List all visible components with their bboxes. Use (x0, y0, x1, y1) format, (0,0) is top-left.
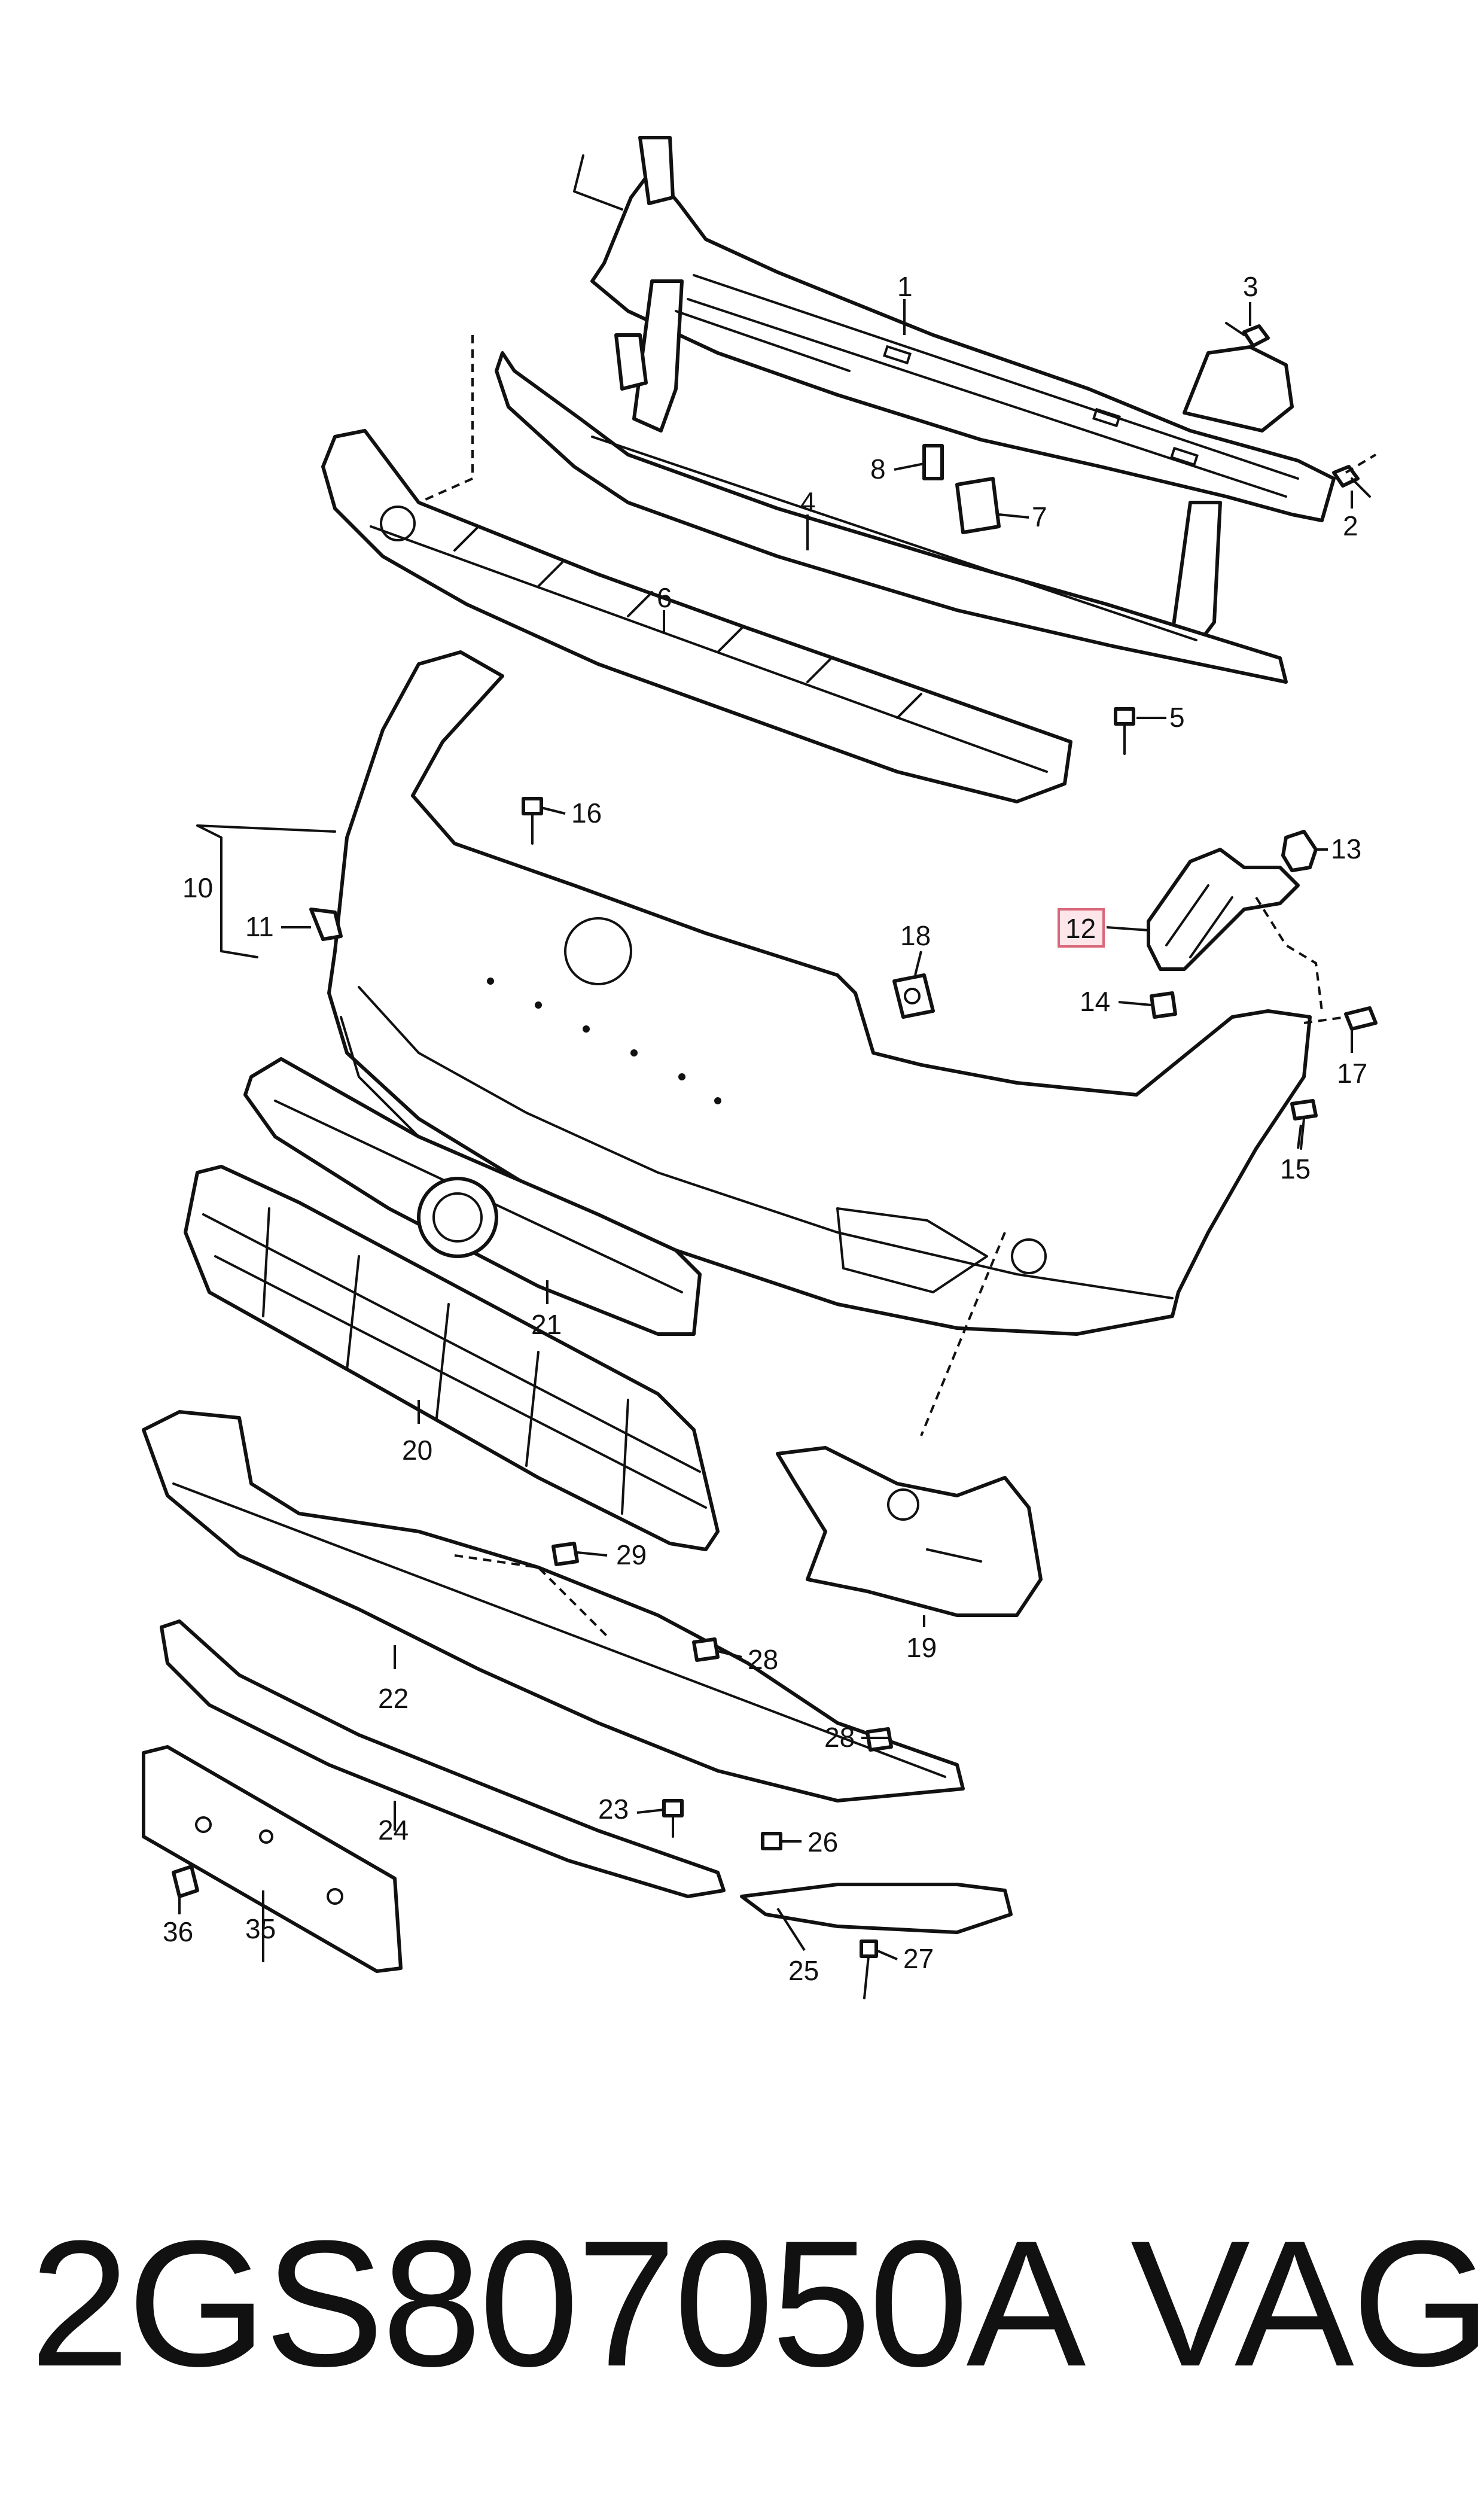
callout-24: 24 (378, 1814, 409, 1846)
callout-28-upper: 28 (748, 1644, 778, 1675)
part-20-lower-grille (184, 1165, 720, 1551)
callout-26: 26 (807, 1826, 838, 1858)
callout-13: 13 (1331, 833, 1361, 864)
part-28-clip-a (692, 1637, 720, 1662)
part-4-guide-strip (495, 351, 1288, 684)
callout-3: 3 (1243, 271, 1258, 302)
callout-28-lower: 28 (824, 1722, 855, 1753)
part-28-clip-b (866, 1727, 893, 1752)
part-23-screw (662, 1799, 684, 1838)
part-29-clip (551, 1542, 579, 1566)
brand-label: VAG (1130, 2203, 1484, 2404)
callout-16: 16 (571, 797, 602, 829)
callout-8: 8 (870, 453, 886, 485)
part-2-screw (1332, 465, 1371, 498)
part-number-label: 2GS807050A (30, 2203, 1086, 2404)
callout-29: 29 (616, 1539, 647, 1570)
part-13-clip (1281, 830, 1318, 872)
callout-22: 22 (378, 1683, 409, 1714)
callout-12: 12 (1065, 913, 1096, 944)
part-3-screw (1225, 322, 1270, 348)
callout-14: 14 (1080, 986, 1110, 1017)
callout-2: 2 (1343, 510, 1358, 541)
part-27-rivet (860, 1940, 878, 1999)
callout-5: 5 (1169, 702, 1185, 733)
part-12-guide-bracket (1147, 848, 1300, 971)
callout-leaders (178, 299, 1353, 1962)
callout-36: 36 (163, 1916, 193, 1947)
callout-4: 4 (800, 486, 816, 517)
part-5-clip (1114, 707, 1135, 755)
callout-1: 1 (897, 271, 913, 302)
part-1-bumper-carrier (573, 136, 1336, 648)
callout-17: 17 (1337, 1058, 1367, 1089)
part-24-trim-strip (160, 1619, 726, 1898)
part-17-plate (1344, 1006, 1378, 1031)
part-10-bumper-cover (196, 650, 1312, 1336)
callout-11: 11 (245, 911, 274, 942)
callout-19: 19 (906, 1632, 937, 1663)
highlight-box-12 (1058, 908, 1105, 948)
callout-15: 15 (1280, 1153, 1311, 1185)
callout-25: 25 (788, 1955, 819, 1986)
callout-35: 35 (245, 1913, 276, 1944)
part-26-screw (761, 1832, 782, 1850)
callout-23: 23 (598, 1794, 629, 1825)
callout-20: 20 (402, 1435, 432, 1466)
part-14-nut (1150, 991, 1177, 1019)
callout-labels: 1 2 3 4 5 6 7 8 10 11 12 13 14 15 16 17 … (163, 271, 1367, 1986)
part-19-fog-grille (776, 1446, 1043, 1617)
callout-27: 27 (903, 1943, 934, 1974)
callout-7: 7 (1032, 501, 1047, 532)
part-16-screw (522, 797, 543, 845)
part-22-spoiler (142, 1410, 965, 1803)
assembly-lines (418, 335, 1377, 1640)
callout-18: 18 (900, 920, 931, 951)
callout-6: 6 (657, 582, 672, 613)
part-21-upper-grille (243, 1057, 702, 1336)
part-36-rivet (172, 1865, 199, 1898)
part-35-plate-holder (142, 1745, 403, 1973)
part-25-side-trim (740, 1883, 1013, 1934)
callout-10: 10 (182, 872, 213, 903)
part-18-bracket (892, 973, 935, 1019)
part-7-bracket (955, 477, 1001, 534)
part-6-energy-absorber (321, 429, 1072, 803)
part-8-sensor (922, 444, 944, 480)
part-15-screw (1290, 1099, 1318, 1150)
callout-21: 21 (531, 1309, 562, 1340)
part-11-cap (309, 908, 343, 941)
